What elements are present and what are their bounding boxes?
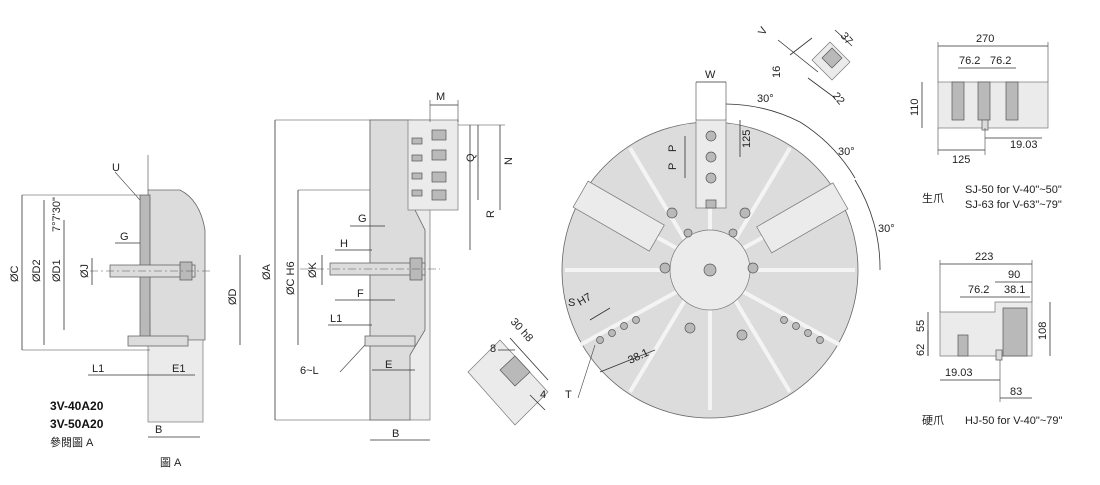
model-3v-40a20: 3V-40A20	[50, 399, 104, 413]
side-label-k: ØK	[307, 261, 319, 278]
side-label-c-h6: ØC H6	[285, 261, 297, 295]
fig-a-label-u: U	[112, 162, 120, 174]
hard-jaw-line1: HJ-50 for V-40"~79"	[965, 415, 1062, 427]
soft-jaw-dim-19-03: 19.03	[1010, 139, 1038, 151]
soft-jaw-dim-125: 125	[952, 154, 970, 166]
fig-a-label-d1: ØD1	[51, 259, 63, 282]
soft-jaw-dim-270: 270	[976, 33, 994, 45]
hard-jaw-dim-38-1: 38.1	[1004, 284, 1025, 296]
fig-a-label-c: ØC	[9, 265, 21, 282]
side-label-g: G	[358, 213, 367, 225]
fig-a-label-e1: E1	[172, 363, 185, 375]
figure-a: U 7°7'30" G ØJ ØD1 ØD2 ØC ØD L1 E1 B 3V-…	[9, 155, 241, 469]
soft-jaw-dim-76-2a: 76.2	[959, 55, 980, 67]
jaw-holes	[596, 207, 824, 344]
soft-jaw-name: 生爪	[922, 191, 944, 205]
side-label-6l: 6~L	[300, 365, 319, 377]
see-figure-a: 參閱圖 A	[50, 435, 94, 449]
front-label-30c: 30°	[878, 223, 895, 235]
slot-label-8: 8	[490, 343, 496, 355]
fig-a-label-g: G	[120, 231, 129, 243]
front-label-30b: 30°	[838, 146, 855, 158]
hard-jaw-drawing: 223 90 76.2 38.1 55 62 108 19.03 83 硬爪 H…	[915, 251, 1062, 427]
lower-left-jaw	[572, 180, 665, 252]
hard-jaw-dim-83: 83	[1010, 386, 1022, 398]
figure-side: M Q N R G H ØK F L1 E 6~L ØA ØC H6 B	[261, 91, 515, 441]
lower-right-jaw	[756, 182, 849, 254]
side-label-a: ØA	[261, 263, 273, 280]
side-label-q: Q	[465, 153, 477, 162]
side-label-e: E	[385, 359, 392, 371]
hard-jaw-dim-55: 55	[915, 320, 927, 332]
hard-jaw-name: 硬爪	[922, 414, 944, 427]
jaw-bolts	[411, 129, 447, 201]
fig-a-label-l1: L1	[92, 363, 104, 375]
side-label-b: B	[392, 428, 399, 440]
side-label-h: H	[340, 238, 348, 250]
front-label-s: S	[568, 297, 575, 309]
hard-jaw-dim-62: 62	[915, 344, 927, 356]
soft-jaw-dim-110: 110	[909, 98, 921, 116]
side-label-n: N	[503, 157, 515, 165]
front-label-p1: P	[667, 145, 679, 152]
figure-tnut: V 37 16 22	[756, 25, 855, 108]
side-label-r: R	[485, 210, 497, 218]
front-label-125: 125	[741, 130, 753, 148]
side-label-m: M	[436, 91, 445, 103]
hard-jaw-dim-108: 108	[1037, 322, 1049, 340]
fig-a-label-b: B	[155, 424, 162, 436]
soft-jaw-dim-76-2b: 76.2	[990, 55, 1011, 67]
soft-jaw-line2: SJ-63 for V-63"~79"	[965, 199, 1062, 211]
fig-a-label-angle: 7°7'30"	[51, 197, 63, 232]
front-label-30a: 30°	[757, 93, 774, 105]
tnut-label-v: V	[756, 25, 770, 38]
fig-a-label-j: ØJ	[79, 264, 91, 278]
figure-a-caption: 圖 A	[160, 456, 182, 469]
front-label-p2: P	[667, 163, 679, 170]
tnut-label-37: 37	[838, 30, 855, 47]
side-label-f: F	[357, 288, 364, 300]
hard-jaw-dim-19-03: 19.03	[945, 367, 973, 379]
side-label-l1: L1	[330, 313, 342, 325]
soft-jaw-line1: SJ-50 for V-40"~50"	[965, 184, 1062, 196]
front-label-t: T	[565, 389, 572, 401]
front-label-w: W	[705, 69, 716, 81]
tnut-label-22: 22	[830, 90, 847, 107]
hard-jaw-dim-223: 223	[975, 251, 993, 263]
hard-jaw-dim-76-2: 76.2	[968, 284, 989, 296]
slot-label-4: 4	[540, 389, 546, 401]
model-3v-50a20: 3V-50A20	[50, 417, 104, 431]
figure-front: W 30° 30° 30° 125 P P S H7 38.1 T	[561, 69, 895, 419]
tnut-label-16: 16	[771, 66, 783, 78]
fig-a-label-d2: ØD2	[31, 259, 43, 282]
fig-a-label-d: ØD	[227, 288, 239, 305]
hard-jaw-dim-90: 90	[1008, 269, 1020, 281]
soft-jaw-drawing: 270 76.2 76.2 110 125 19.03 生爪 SJ-50 for…	[909, 33, 1062, 211]
figure-slot: 30 h8 8 4	[467, 316, 549, 426]
